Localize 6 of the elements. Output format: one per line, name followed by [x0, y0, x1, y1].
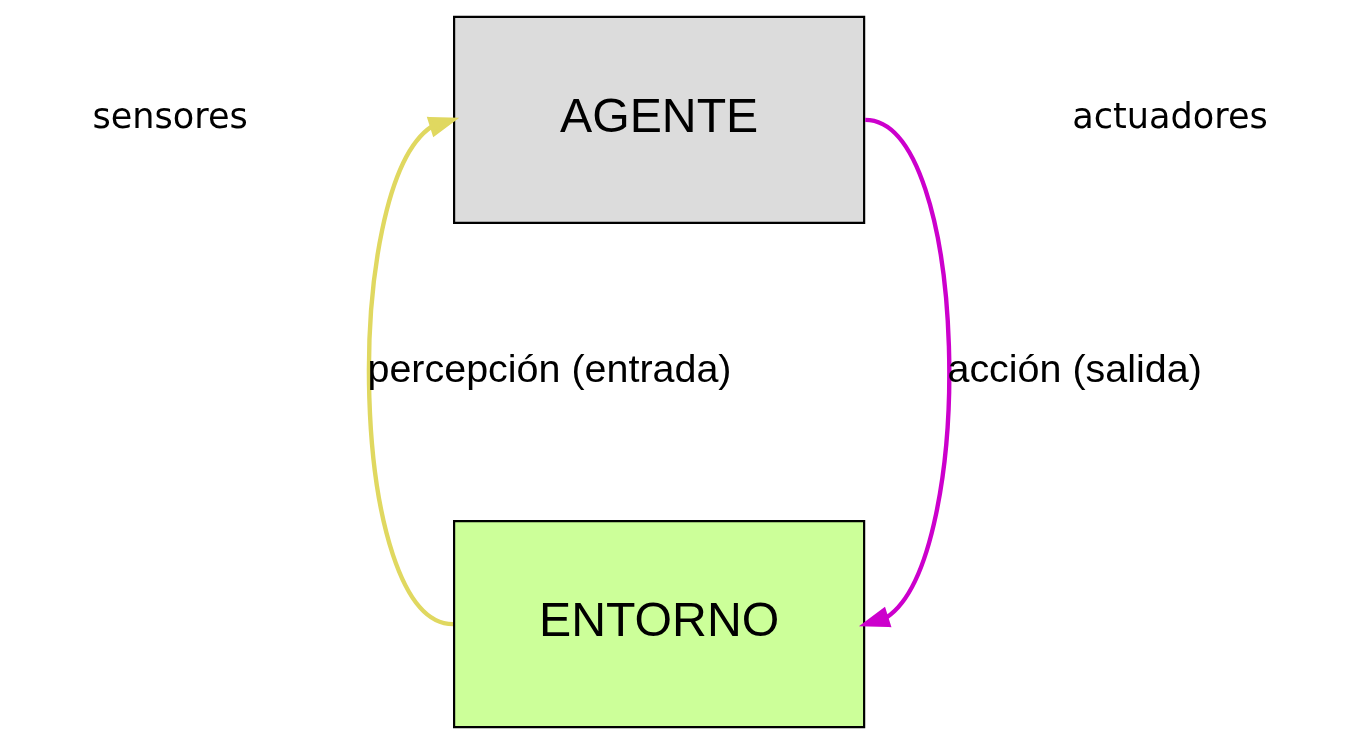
node-box: ENTORNO [453, 520, 866, 729]
label: sensores [92, 95, 248, 137]
label: actuadores [1072, 95, 1268, 137]
node-box: AGENTE [453, 15, 866, 224]
arrow [858, 117, 952, 628]
arrow [367, 116, 460, 627]
